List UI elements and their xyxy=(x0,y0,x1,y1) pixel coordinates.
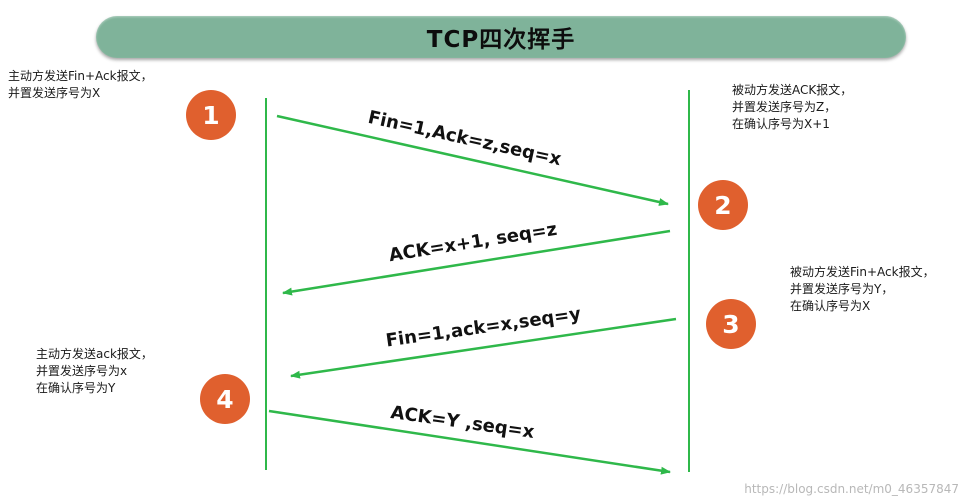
arrow-ack-2 xyxy=(282,229,671,296)
arrow-fin-1 xyxy=(276,114,669,206)
title-banner: TCP四次挥手 xyxy=(96,16,906,58)
step-4-badge: 4 xyxy=(200,374,250,424)
diagram-title: TCP四次挥手 xyxy=(426,27,576,53)
step-4-note: 主动方发送ack报文， 并置发送序号为x 在确认序号为Y xyxy=(36,347,153,395)
step-3-badge: 3 xyxy=(706,299,756,349)
step-1-badge: 1 xyxy=(186,90,236,140)
arrow-ack-4 xyxy=(268,409,671,475)
client-lifeline xyxy=(265,98,267,470)
step-1-note: 主动方发送Fin+Ack报文， 并置发送序号为X xyxy=(8,69,153,100)
arrow-fin-3 xyxy=(290,317,677,379)
server-lifeline xyxy=(688,90,690,472)
step-3-note: 被动方发送Fin+Ack报文， 并置发送序号为Y， 在确认序号为X xyxy=(790,265,935,313)
step-2-note: 被动方发送ACK报文， 并置发送序号为Z， 在确认序号为X+1 xyxy=(732,83,853,131)
step-2-badge: 2 xyxy=(698,180,748,230)
watermark: https://blog.csdn.net/m0_46357847 xyxy=(744,482,959,496)
